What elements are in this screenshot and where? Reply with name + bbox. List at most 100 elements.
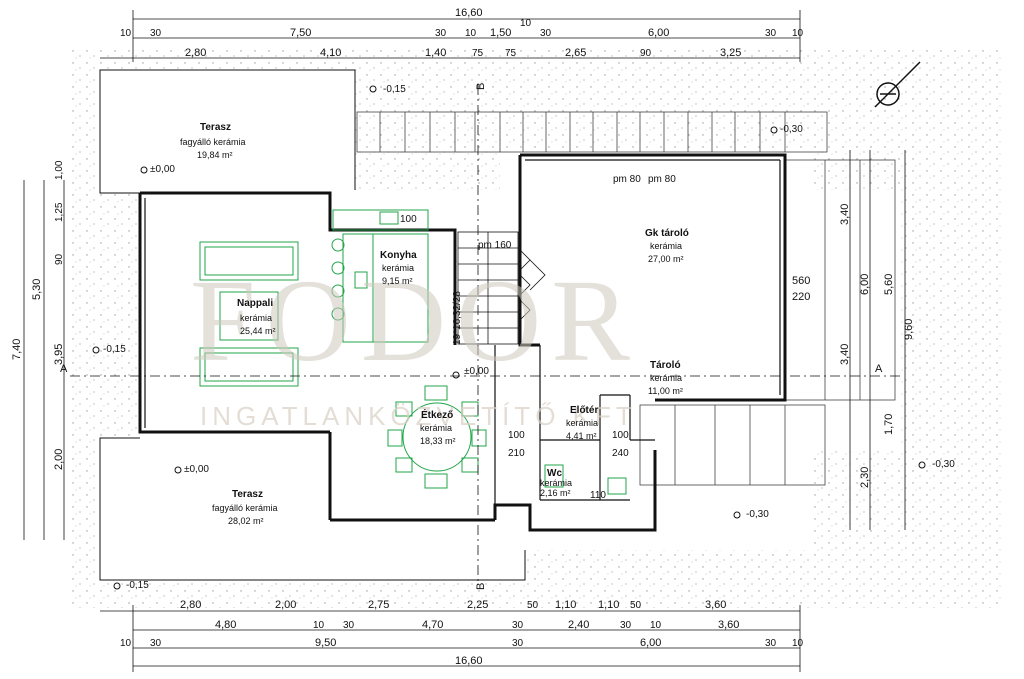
- room-label-garage: Gk tároló kerámia 27,00 m²: [645, 228, 689, 264]
- plan-label: Tároló: [650, 360, 681, 371]
- plan-label: 10: [792, 638, 804, 649]
- plan-label: Wc: [547, 468, 562, 479]
- plan-label: Előtér: [570, 405, 598, 416]
- plan-label: 5,60: [883, 274, 895, 295]
- dim-bottom-total: 16,60: [455, 655, 483, 667]
- plan-label: 75: [472, 48, 484, 59]
- plan-label: 30: [150, 638, 162, 649]
- plan-label: 50: [527, 600, 539, 611]
- north-arrow: [874, 61, 921, 108]
- plan-label: Terasz: [232, 489, 263, 500]
- plan-label: 18,33 m²: [420, 436, 456, 446]
- garage-doors: [519, 249, 546, 321]
- paving-slabs-top: [356, 111, 828, 153]
- plan-label: 90: [640, 48, 652, 59]
- plan-label: 1,25: [54, 202, 65, 222]
- plan-label: -0,15: [383, 84, 406, 95]
- plan-label: Étkező: [421, 408, 453, 421]
- plan-label: 30: [765, 28, 777, 39]
- plan-label: 50: [630, 600, 642, 611]
- plan-label: 11,00 m²: [648, 386, 683, 396]
- plan-label: kerámia: [566, 418, 598, 428]
- plan-label: 2,80: [185, 47, 206, 59]
- plan-label: 110: [590, 490, 606, 501]
- plan-label: 30: [150, 28, 162, 39]
- plan-label: 30: [435, 28, 447, 39]
- house-walls: [138, 153, 787, 532]
- plan-label: 10: [792, 28, 804, 39]
- dimension-lines-right: [849, 150, 906, 530]
- plan-label: 6,00: [648, 27, 669, 39]
- plan-label: 2,65: [565, 47, 586, 59]
- plan-label: 9,15 m²: [382, 276, 413, 286]
- plan-label: 2,75: [368, 599, 389, 611]
- plan-label: 19*16,32/28: [452, 291, 463, 345]
- watermark-logo: FODOR: [190, 255, 640, 386]
- room-label-kitchen: Konyha kerámia 9,15 m²: [380, 250, 417, 286]
- plan-label: 2,80: [180, 599, 201, 611]
- plan-label: 10: [120, 638, 132, 649]
- plan-label: 5,30: [31, 279, 43, 300]
- plan-label: 7,50: [290, 27, 311, 39]
- plan-label: ±0,00: [184, 464, 209, 475]
- plan-label: Konyha: [380, 250, 417, 261]
- section-a-left: A: [60, 363, 68, 375]
- plan-label: fagyálló kerámia: [180, 137, 246, 147]
- section-a-right: A: [875, 363, 883, 375]
- plan-label: -0,15: [126, 580, 149, 591]
- plan-label: -0,30: [932, 459, 955, 470]
- plan-label: 1,70: [883, 414, 895, 435]
- plan-label: 4,70: [422, 619, 443, 631]
- plan-label: 4,41 m²: [566, 431, 597, 441]
- room-label-dining: Étkező kerámia 18,33 m²: [420, 408, 456, 446]
- plan-label: 2,30: [859, 467, 871, 488]
- section-b-top: B: [475, 83, 487, 90]
- plan-label: Nappali: [237, 298, 273, 309]
- plan-label: kerámia: [420, 423, 452, 433]
- plan-label: 27,00 m²: [648, 254, 684, 264]
- plan-label: 1,00: [54, 160, 65, 180]
- plan-label: 25,44 m²: [240, 326, 276, 336]
- plan-label: fagyálló kerámia: [212, 503, 278, 513]
- plan-label: 220: [792, 291, 810, 303]
- room-label-bottom-terrace: Terasz fagyálló kerámia 28,02 m²: [212, 489, 278, 526]
- plan-label: 2,16 m²: [540, 488, 571, 498]
- room-label-top-terrace: Terasz fagyálló kerámia 19,84 m²: [180, 122, 246, 160]
- plan-label: 75: [505, 48, 517, 59]
- plan-label: 10: [520, 18, 532, 29]
- plan-label: 100: [400, 214, 417, 225]
- plan-label: 3,60: [705, 599, 726, 611]
- plan-label: ±0,00: [150, 164, 175, 175]
- watermark-tagline: INGATLANKÖZVETÍTŐ KFT: [200, 401, 637, 431]
- dimension-lines-top: [100, 10, 801, 62]
- plan-label: 30: [765, 638, 777, 649]
- plan-label: 2,00: [53, 449, 65, 470]
- plan-label: 30: [540, 28, 552, 39]
- living-room-furniture: [199, 241, 299, 387]
- plan-label: 100: [508, 430, 525, 441]
- plan-label: 30: [620, 620, 632, 631]
- plan-label: 3,60: [718, 619, 739, 631]
- plan-label: 560: [792, 275, 810, 287]
- section-b-bottom: B: [475, 583, 487, 590]
- plan-label: 4,10: [320, 47, 341, 59]
- plan-label: 7,40: [11, 339, 23, 360]
- bottom-terrace-area: [99, 437, 526, 581]
- plan-label: 30: [512, 638, 524, 649]
- plan-label: -0,30: [780, 124, 803, 135]
- plan-label: 10: [313, 620, 325, 631]
- plan-label: 3,95: [53, 344, 65, 365]
- dining-table: [387, 385, 487, 489]
- dimension-lines-left: [23, 180, 65, 540]
- plan-label: 30: [512, 620, 524, 631]
- plan-label: kerámia: [650, 373, 682, 383]
- plan-label: 4,80: [215, 619, 236, 631]
- room-label-living: Nappali kerámia 25,44 m²: [237, 298, 276, 336]
- plan-label: pm 80: [648, 174, 676, 185]
- plan-label: kerámia: [540, 478, 572, 488]
- plan-label: 2,00: [275, 599, 296, 611]
- plan-label: kerámia: [650, 241, 682, 251]
- plan-label: -0,30: [746, 509, 769, 520]
- plan-label: 90: [54, 253, 65, 265]
